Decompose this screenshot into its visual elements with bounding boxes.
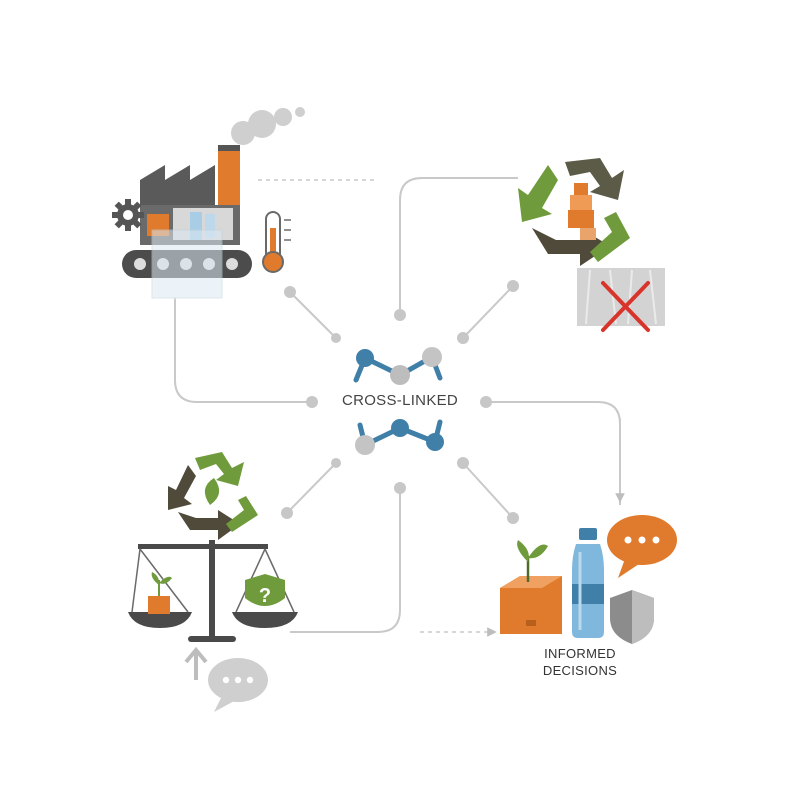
elbow-top [399, 177, 518, 315]
rejected-film-icon [577, 268, 665, 332]
plastic-bottle-icon [572, 528, 604, 638]
elbow-left [174, 300, 310, 403]
spoke-bottom-left [286, 462, 337, 514]
elbow-right [486, 401, 621, 505]
recycle-leaf-icon [168, 452, 258, 540]
shield-icon [610, 590, 654, 644]
factory-icon [112, 107, 305, 299]
svg-text:?: ? [259, 585, 271, 607]
spoke-top-left [289, 291, 337, 339]
recycle-icon [518, 158, 630, 266]
connector-nodes [281, 280, 519, 524]
seedling-box-icon [500, 540, 562, 634]
speech-bubble-icon [208, 658, 268, 712]
label-line-1: INFORMED [544, 646, 616, 661]
dashed-arrows [174, 179, 625, 637]
connector-lines [174, 177, 621, 633]
spoke-bottom-right [462, 462, 514, 519]
elbow-bottom [290, 488, 401, 633]
chat-bubble-icon [607, 515, 677, 578]
center-label: CROSS-LINKED [341, 392, 459, 409]
label-line-2: DECISIONS [542, 663, 618, 678]
molecule-icon [353, 347, 444, 455]
informed-decisions-label: INFORMED DECISIONS [500, 645, 660, 679]
balance-scale-icon: ? [128, 540, 298, 680]
spoke-top-right [462, 285, 514, 339]
